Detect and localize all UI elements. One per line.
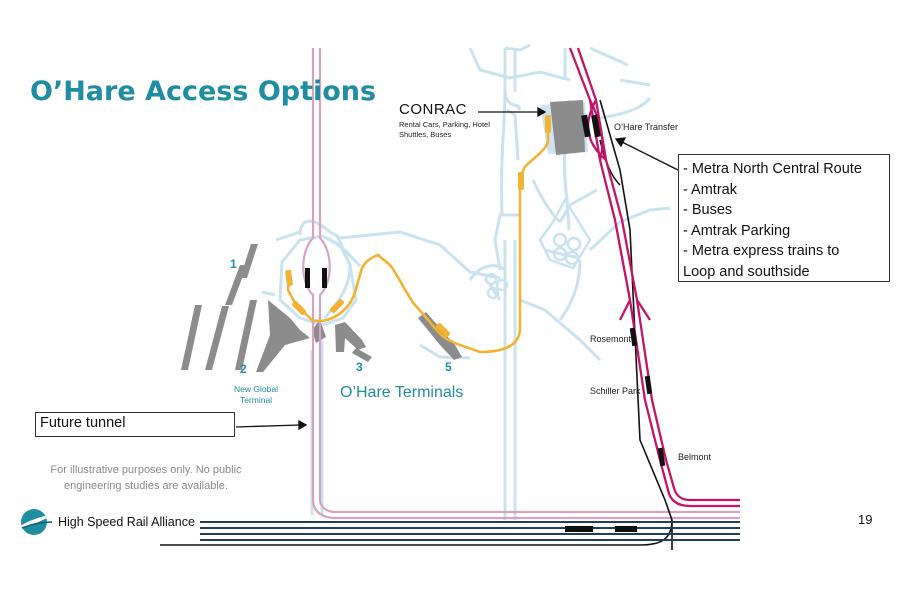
terminal-1-label: 1 bbox=[230, 257, 237, 271]
station-rosemont: Rosemont bbox=[590, 334, 632, 344]
brand: High Speed Rail Alliance bbox=[16, 506, 195, 538]
terminal-5-label: 5 bbox=[445, 360, 452, 374]
terminal-2-label: 2 bbox=[240, 362, 247, 376]
station-schiller-park: Schiller Park bbox=[590, 386, 641, 396]
corridor-station-blocks bbox=[565, 526, 637, 532]
cloverleaf-interchanges bbox=[484, 197, 592, 300]
callout-item: - Amtrak Parking bbox=[683, 222, 791, 239]
page-number: 19 bbox=[858, 512, 873, 527]
callout-item: - Buses bbox=[683, 202, 733, 218]
new-global-terminal-label: New Global Terminal bbox=[234, 384, 278, 405]
conrac-label: CONRAC bbox=[399, 101, 468, 118]
station-ohare-transfer: O’Hare Transfer bbox=[614, 122, 679, 132]
future-tunnel-label: Future tunnel bbox=[35, 412, 235, 437]
callout-item: Loop and southside bbox=[683, 263, 810, 280]
ohare-terminals-label: O’Hare Terminals bbox=[340, 384, 464, 401]
callout-item: - Metra North Central Route bbox=[683, 161, 862, 177]
bottom-rail-corridor bbox=[200, 521, 740, 541]
roadways bbox=[261, 43, 671, 362]
future-tunnel-rail bbox=[302, 48, 740, 520]
metra-stations bbox=[581, 114, 666, 467]
terminal-rail-station bbox=[305, 268, 327, 288]
hsra-logo-icon bbox=[20, 509, 54, 535]
metra-line bbox=[568, 47, 740, 508]
transfer-callout-box: - Metra North Central Route - Amtrak - B… bbox=[678, 154, 890, 282]
conrac-description: Rental Cars, Parking, Hotel Shuttles, Bu… bbox=[399, 120, 490, 139]
brand-name: High Speed Rail Alliance bbox=[58, 515, 195, 529]
roadway-trunks bbox=[310, 48, 567, 520]
station-belmont: Belmont bbox=[678, 452, 712, 462]
terminal-3-label: 3 bbox=[356, 360, 363, 374]
slide-title: O’Hare Access Options bbox=[30, 76, 377, 107]
disclaimer-text: For illustrative purposes only. No publi… bbox=[50, 464, 242, 492]
annotation-arrows bbox=[235, 106, 679, 431]
terminal-buildings bbox=[181, 100, 585, 372]
callout-item: - Amtrak bbox=[683, 181, 737, 198]
people-mover-stations bbox=[285, 115, 551, 337]
callout-item: - Metra express trains to bbox=[683, 243, 840, 259]
terminal-loop-road bbox=[278, 234, 358, 327]
